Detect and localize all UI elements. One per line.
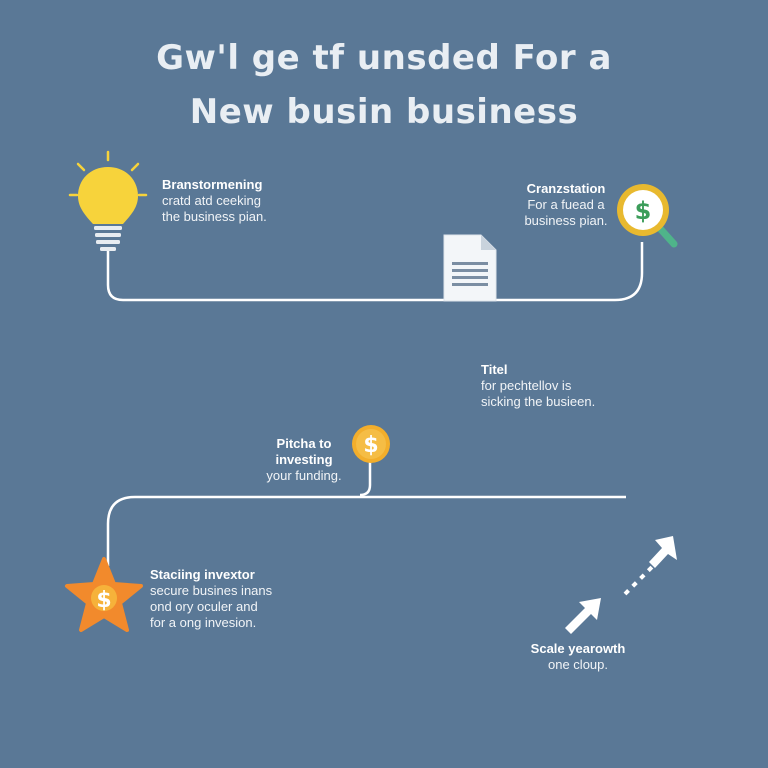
magnifier-dollar-icon: $	[617, 184, 678, 248]
step-organization-heading: Cranzstation	[526, 181, 606, 196]
step-pitch-text: your funding.	[266, 468, 342, 483]
dollar-sign: $	[635, 197, 652, 225]
step-pitch-heading: Pitcha to	[276, 436, 332, 451]
step-brainstorm-text: the business pian.	[162, 209, 267, 224]
dollar-coin-icon: $	[352, 425, 390, 463]
dollar-sign: $	[363, 433, 378, 458]
step-scale-heading: Scale yearowth	[530, 641, 626, 656]
step-brainstorm: Branstormening cratd atd ceeking the bus…	[162, 177, 267, 225]
growth-arrows-icon	[565, 536, 677, 634]
step-pitch-heading: investing	[275, 452, 333, 467]
step-organization: Cranzstation For a fuead a business pian…	[510, 181, 622, 229]
step-pitch: Pitcha to investing your funding.	[254, 436, 354, 484]
document-icon	[443, 234, 497, 302]
step-scale-text: one cloup.	[548, 657, 608, 672]
lightbulb-icon	[68, 150, 148, 251]
flow-path-bottom	[106, 495, 626, 566]
step-investor-heading: Staciing invextor	[150, 567, 255, 582]
dollar-sign: $	[96, 588, 111, 613]
step-scale: Scale yearowth one cloup.	[520, 641, 636, 673]
step-organization-text: For a fuead a	[527, 197, 605, 212]
step-title-text: for pechtellov is	[481, 378, 572, 393]
page-title-line-1: Gw'l ge tf unsded For a	[156, 38, 612, 78]
step-investor-text: ond ory oculer and	[150, 599, 258, 614]
step-brainstorm-text: cratd atd ceeking	[162, 193, 262, 208]
step-investor-text: secure busines inans	[150, 583, 273, 598]
page-title-line-2: New busin business	[189, 92, 579, 132]
flow-path-top	[106, 242, 644, 302]
flow-path-pitch-drop	[359, 462, 372, 497]
step-investor: Staciing invextor secure busines inans o…	[150, 567, 272, 631]
step-organization-text: business pian.	[524, 213, 608, 228]
step-brainstorm-heading: Branstormening	[162, 177, 263, 192]
step-title-text: sicking the busieen.	[481, 394, 596, 409]
star-dollar-icon: $	[65, 557, 143, 632]
step-investor-text: for a ong invesion.	[150, 615, 257, 630]
step-title: Titel for pechtellov is sicking the busi…	[481, 362, 595, 410]
step-title-heading: Titel	[481, 362, 508, 377]
